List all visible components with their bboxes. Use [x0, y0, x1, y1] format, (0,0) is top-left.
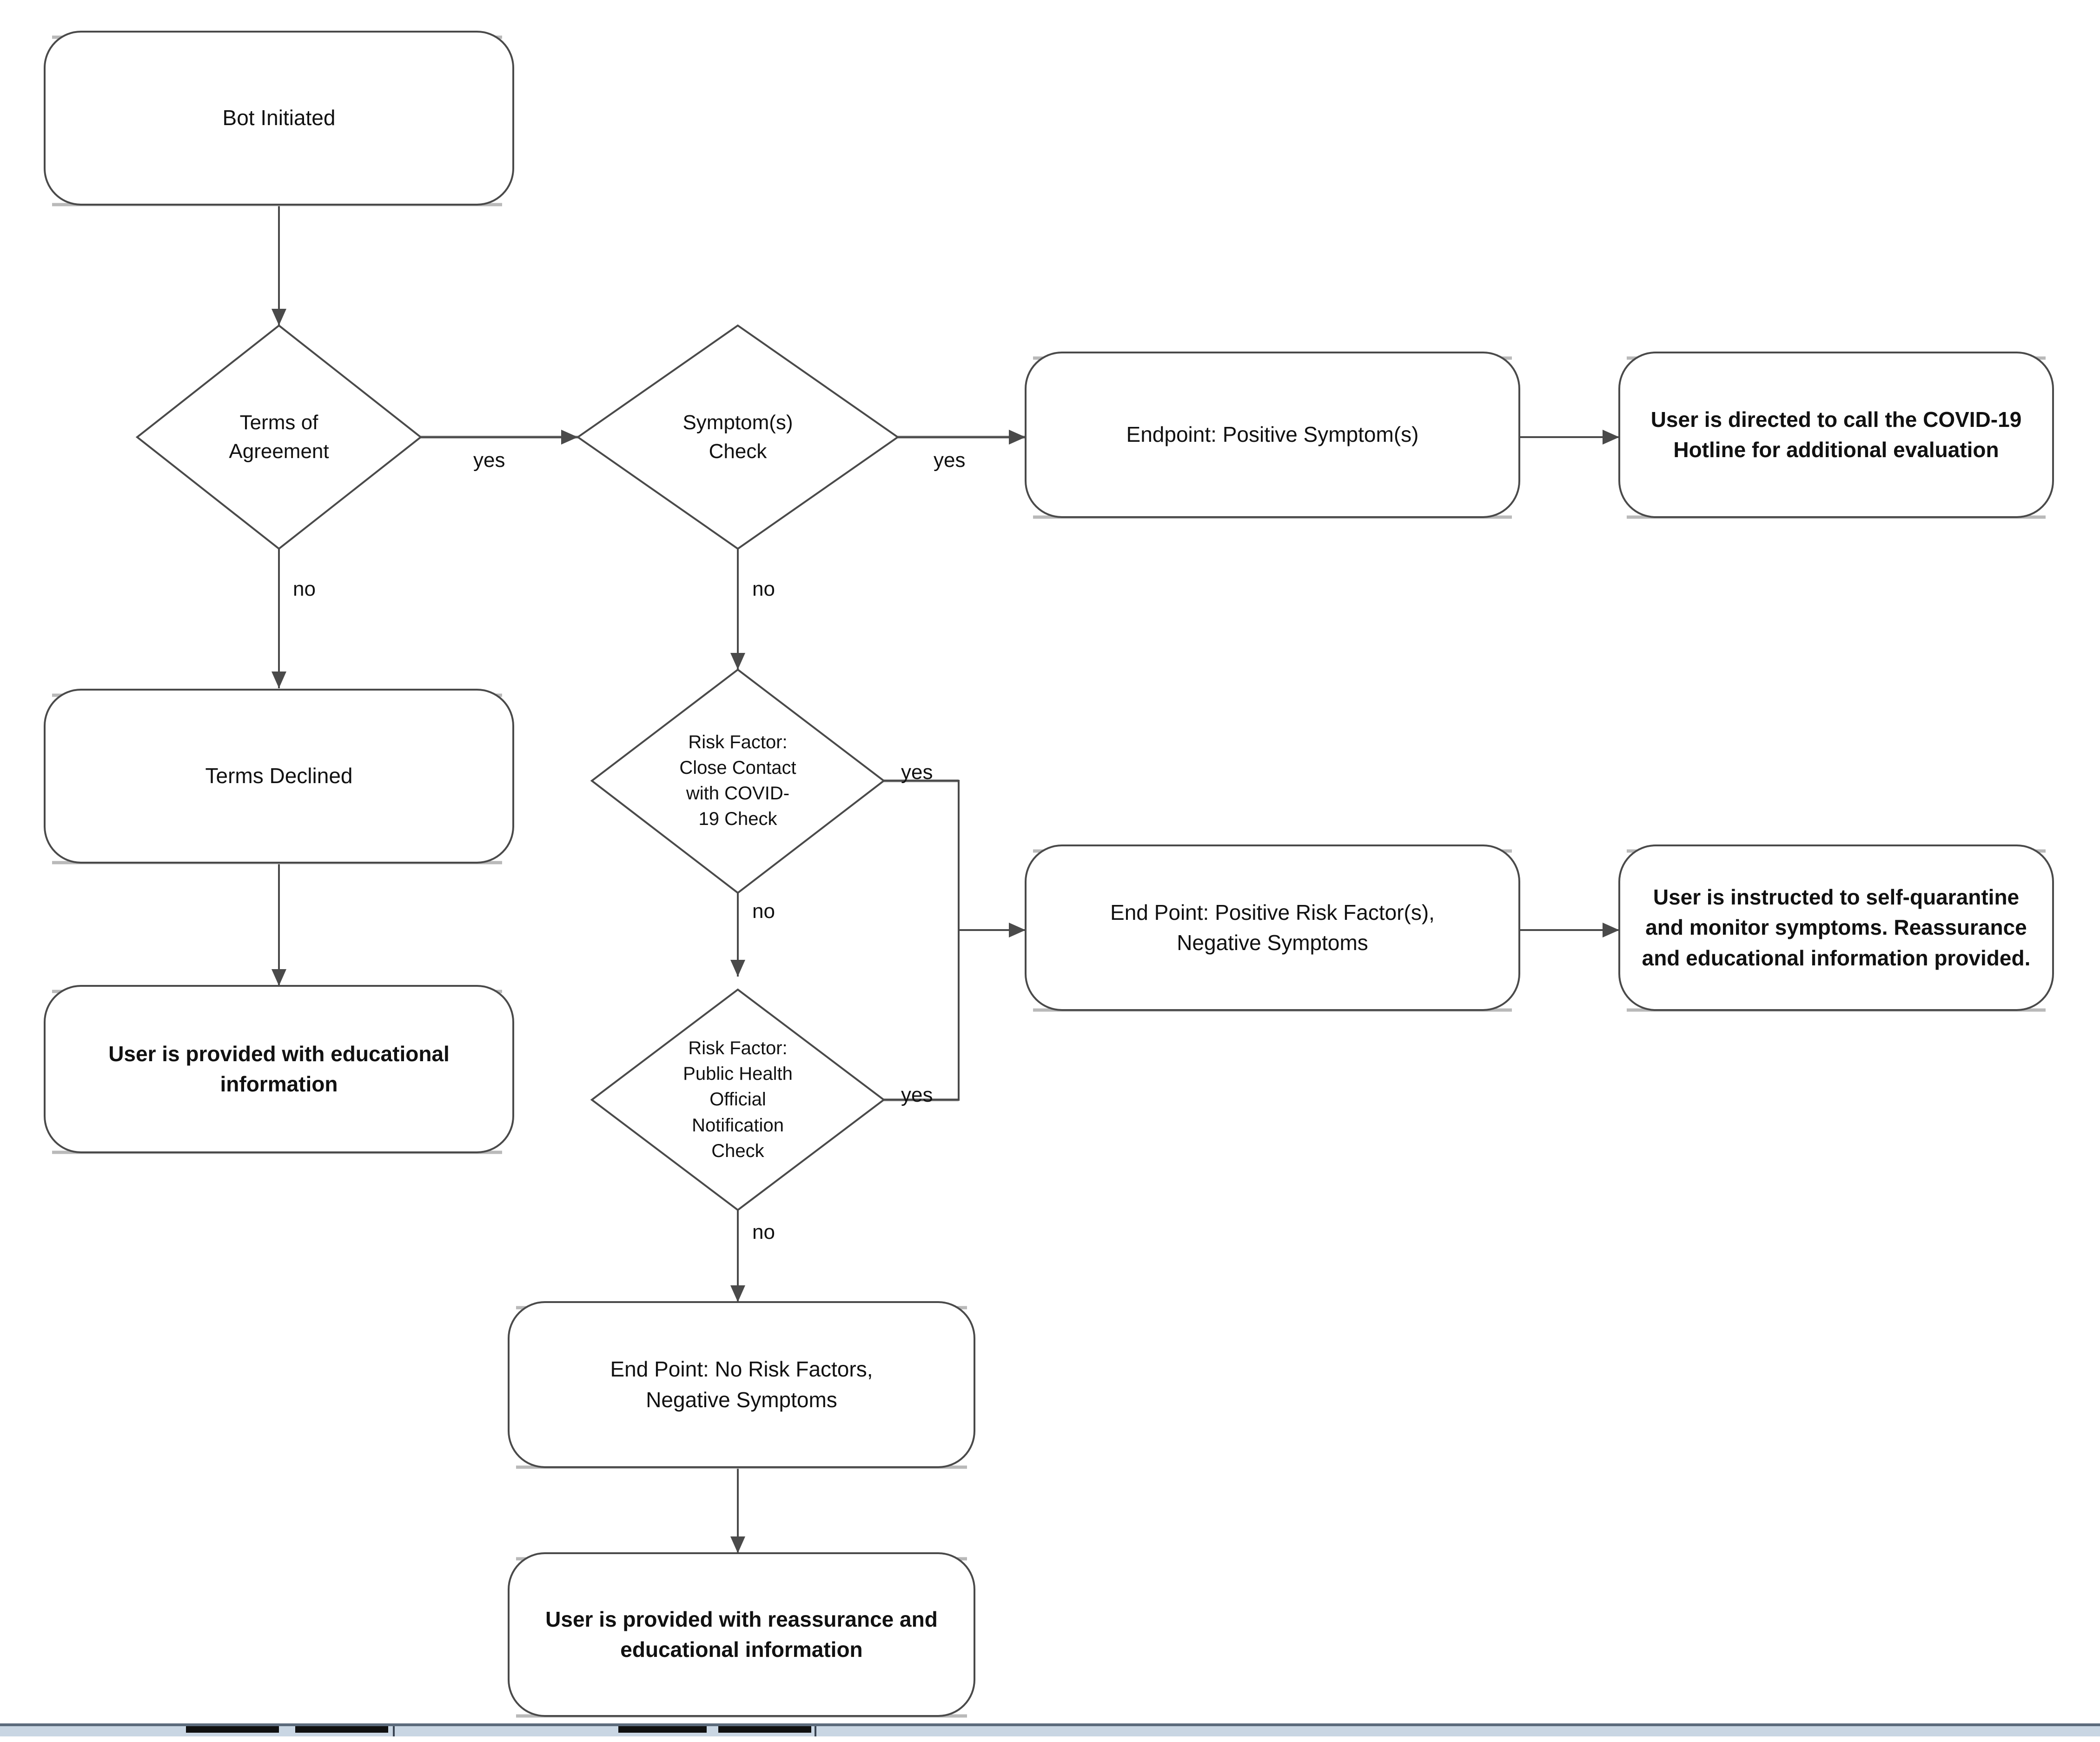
- strip-tick-1: [393, 1726, 395, 1736]
- strip-mark-2: [295, 1726, 388, 1733]
- node-covid-hotline[interactable]: [1618, 352, 2054, 519]
- strip-mark-4: [718, 1726, 811, 1733]
- node-terms-of-agreement[interactable]: [135, 324, 423, 550]
- strip-mark-3: [618, 1726, 707, 1733]
- node-risk-close-contact[interactable]: [590, 668, 886, 894]
- node-educational-info[interactable]: [44, 985, 514, 1154]
- node-reassurance-info[interactable]: [508, 1552, 975, 1718]
- edge-risk-close-to-endpoint-yes: [884, 779, 960, 930]
- strip-mark-1: [186, 1726, 279, 1733]
- node-endpoint-positive-risk[interactable]: [1025, 844, 1520, 1012]
- node-terms-declined[interactable]: [44, 689, 514, 864]
- node-bot-initiated[interactable]: [44, 31, 514, 206]
- node-endpoint-no-risk[interactable]: [508, 1301, 975, 1469]
- strip-rule: [0, 1723, 2100, 1726]
- edge-risk-public-to-endpoint-yes: [884, 930, 960, 1102]
- strip-tick-2: [815, 1726, 816, 1736]
- node-risk-public-health[interactable]: [590, 988, 886, 1211]
- node-endpoint-positive-symptoms[interactable]: [1025, 352, 1520, 519]
- node-symptom-check[interactable]: [576, 324, 900, 550]
- bottom-cutoff-strip: [0, 1723, 2100, 1736]
- node-self-quarantine[interactable]: [1618, 844, 2054, 1012]
